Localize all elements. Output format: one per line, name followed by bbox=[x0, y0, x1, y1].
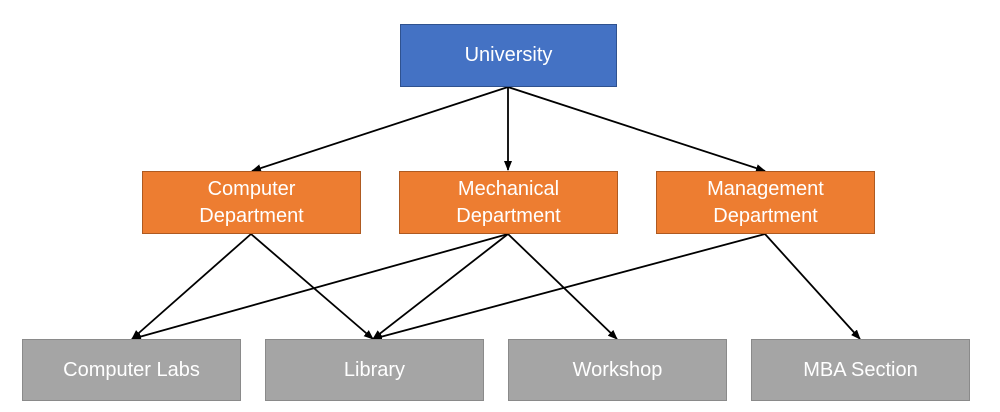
mechanical-department-node: Mechanical Department bbox=[399, 171, 618, 234]
library-node: Library bbox=[265, 339, 484, 401]
arrow-university-to-management-department bbox=[507, 86, 766, 173]
arrow-computer-department-to-library bbox=[250, 233, 374, 340]
arrow-management-department-to-mba-section bbox=[764, 233, 861, 340]
management-department-node: Management Department bbox=[656, 171, 875, 234]
computer-labs-node: Computer Labs bbox=[22, 339, 241, 401]
mba-section-node: MBA Section bbox=[751, 339, 970, 401]
arrow-management-department-to-library bbox=[372, 233, 766, 341]
computer-department-node: Computer Department bbox=[142, 171, 361, 234]
workshop-node: Workshop bbox=[508, 339, 727, 401]
arrow-mechanical-department-to-computer-labs bbox=[131, 233, 509, 341]
university-node: University bbox=[400, 24, 617, 87]
arrow-computer-department-to-computer-labs bbox=[131, 233, 252, 340]
arrow-mechanical-department-to-workshop bbox=[507, 233, 618, 340]
arrow-university-to-computer-department bbox=[251, 86, 509, 172]
arrow-mechanical-department-to-library bbox=[372, 233, 509, 340]
